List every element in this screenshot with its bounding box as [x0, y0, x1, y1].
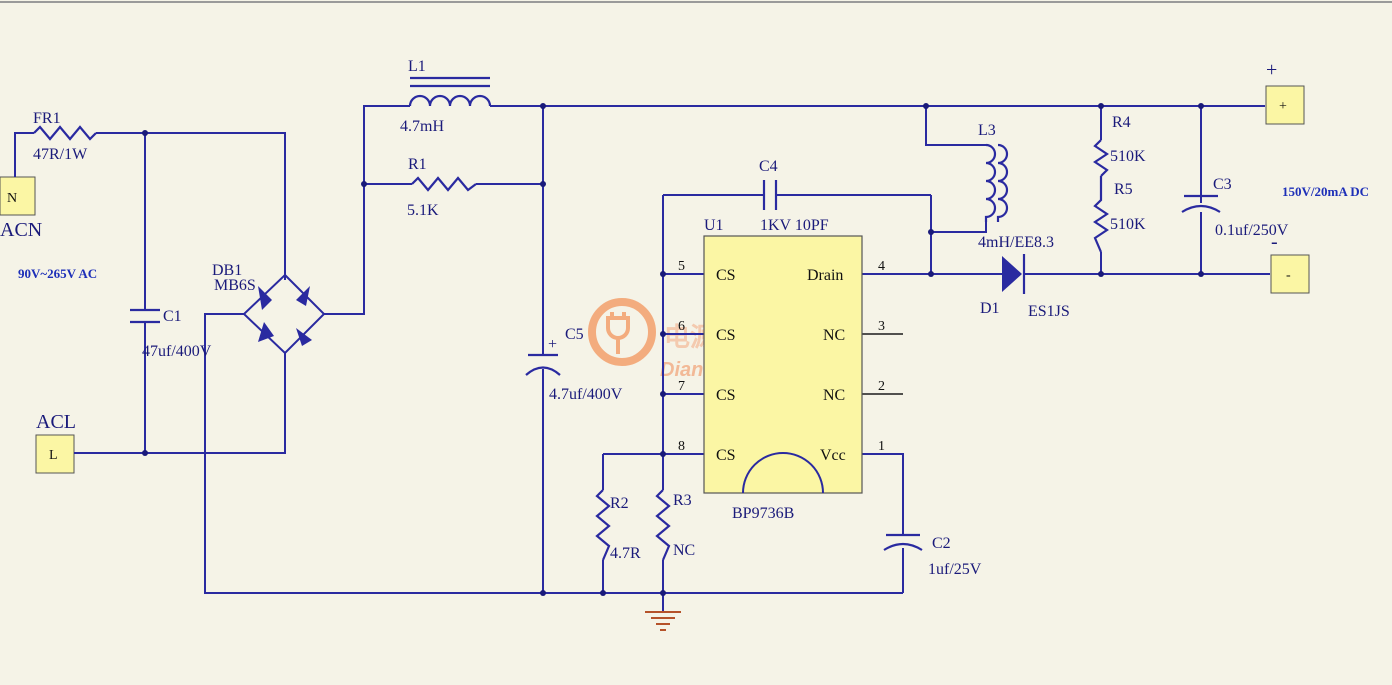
diode-icon	[258, 322, 274, 342]
terminal-n[interactable]: N	[0, 176, 36, 216]
watermark-logo-ring	[588, 298, 656, 366]
c5-value: 4.7uf/400V	[549, 386, 623, 403]
u1-pin5-num: 5	[678, 259, 685, 274]
r5-ref: R5	[1114, 181, 1133, 198]
out-plus-label: +	[1266, 59, 1277, 81]
r1-value: 5.1K	[407, 202, 439, 219]
r4-resistor[interactable]: R4 510K	[1093, 114, 1146, 177]
c2-ref: C2	[932, 535, 951, 552]
l1-inductor[interactable]: L1 4.7mH	[400, 58, 492, 135]
net-label-acn: ACN	[0, 219, 42, 241]
terminal-plus-label: +	[1279, 99, 1287, 114]
c2-capacitor[interactable]: C2 1uf/25V	[883, 533, 982, 578]
u1-pin7-num: 7	[678, 379, 685, 394]
wires	[14, 105, 1270, 612]
r2-resistor[interactable]: R2 4.7R	[595, 489, 641, 562]
junctions	[142, 103, 1204, 596]
r1-ref: R1	[408, 156, 427, 173]
c4-ref: C4	[759, 158, 778, 175]
c3-capacitor[interactable]: C3 0.1uf/250V	[1181, 176, 1289, 239]
r5-resistor[interactable]: R5 510K	[1093, 176, 1146, 253]
fr1-ref: FR1	[33, 110, 61, 127]
diode-icon	[296, 328, 312, 346]
c4-value: 1KV 10PF	[760, 217, 829, 234]
l3-ref: L3	[978, 122, 996, 139]
l3-value: 4mH/EE8.3	[978, 234, 1054, 251]
u1-pin8-name: CS	[716, 447, 736, 464]
u1-pin7-name: CS	[716, 387, 736, 404]
ground-icon	[645, 611, 681, 631]
u1-pin4-num: 4	[878, 259, 885, 274]
u1-pin8-num: 8	[678, 439, 685, 454]
r3-value: NC	[673, 542, 695, 559]
db1-value: MB6S	[214, 277, 256, 294]
u1-value: BP9736B	[732, 505, 794, 522]
terminal-minus[interactable]: -	[1270, 254, 1310, 294]
terminal-minus-label: -	[1286, 268, 1291, 283]
r3-ref: R3	[673, 492, 692, 509]
l1-ref: L1	[408, 58, 426, 75]
d1-value: ES1JS	[1028, 303, 1070, 320]
c2-value: 1uf/25V	[928, 561, 982, 578]
plug-icon	[606, 312, 630, 354]
c1-capacitor[interactable]: C1 47uf/400V	[130, 308, 212, 360]
r1-resistor[interactable]: R1 5.1K	[407, 156, 477, 219]
r4-ref: R4	[1112, 114, 1131, 131]
u1-pin6-name: CS	[716, 327, 736, 344]
d1-ref: D1	[980, 300, 1000, 317]
terminal-l[interactable]: L	[35, 434, 75, 474]
u1-pin2-name: NC	[823, 387, 845, 404]
c1-ref: C1	[163, 308, 182, 325]
diode-icon	[258, 286, 272, 310]
l3-coupled-inductor[interactable]: L3 4mH/EE8.3	[978, 122, 1054, 251]
diode-icon	[296, 286, 310, 306]
fr1-value: 47R/1W	[33, 146, 88, 163]
r3-resistor[interactable]: R3 NC	[655, 489, 695, 561]
u1-pin1-name: Vcc	[820, 447, 846, 464]
c5-ref: C5	[565, 326, 584, 343]
c1-value: 47uf/400V	[142, 343, 212, 360]
u1-pin5-name: CS	[716, 267, 736, 284]
r4-value: 510K	[1110, 148, 1146, 165]
c3-value: 0.1uf/250V	[1215, 222, 1289, 239]
u1-ic[interactable]: U1 BP9736B 5 CS 6 CS 7 CS 8 CS 4 Drain 3…	[678, 217, 885, 522]
l1-value: 4.7mH	[400, 118, 444, 135]
net-label-acl: ACL	[36, 411, 76, 433]
r2-ref: R2	[610, 495, 629, 512]
u1-pin2-num: 2	[878, 379, 885, 394]
u1-pin4-name: Drain	[807, 267, 843, 284]
db1-ref: DB1	[212, 262, 242, 279]
ac-input-note: 90V~265V AC	[18, 266, 97, 281]
c5-electrolytic-capacitor[interactable]: + C5 4.7uf/400V	[525, 326, 623, 403]
u1-pin1-num: 1	[878, 439, 885, 454]
r5-value: 510K	[1110, 216, 1146, 233]
terminal-plus[interactable]: +	[1265, 85, 1305, 125]
d1-diode[interactable]: D1 ES1JS	[980, 254, 1070, 320]
u1-pin6-num: 6	[678, 319, 685, 334]
dc-output-note: 150V/20mA DC	[1282, 184, 1369, 199]
fr1-resistor[interactable]: FR1 47R/1W	[33, 110, 97, 163]
u1-pin3-num: 3	[878, 319, 885, 334]
c3-ref: C3	[1213, 176, 1232, 193]
db1-bridge-rectifier[interactable]: DB1 MB6S	[212, 262, 326, 355]
terminal-n-label: N	[7, 191, 17, 206]
r2-value: 4.7R	[610, 545, 641, 562]
terminal-l-label: L	[49, 448, 58, 463]
u1-ref: U1	[704, 217, 724, 234]
out-minus-label: -	[1271, 231, 1278, 253]
c5-polarity: +	[548, 336, 557, 353]
u1-pin3-name: NC	[823, 327, 845, 344]
c4-capacitor[interactable]: C4 1KV 10PF	[759, 158, 829, 234]
